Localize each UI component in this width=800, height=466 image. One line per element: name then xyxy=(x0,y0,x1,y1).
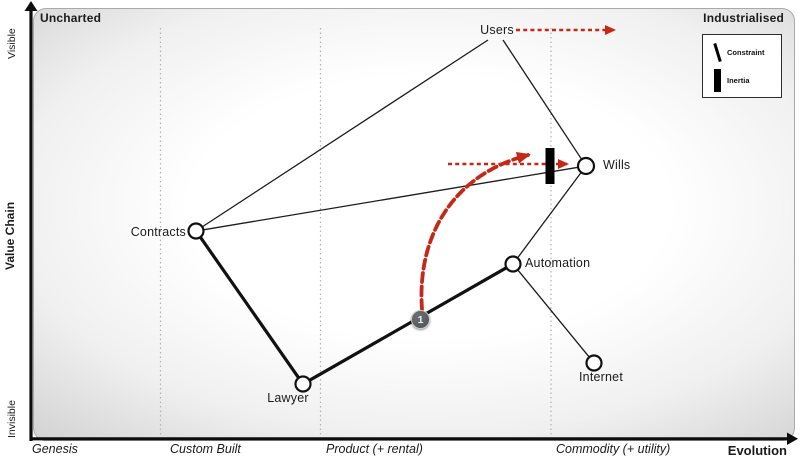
inertia-bar xyxy=(545,148,555,184)
stage-label-product: Product (+ rental) xyxy=(326,442,423,456)
edge-users-contracts xyxy=(201,39,489,228)
edge-users-wills xyxy=(502,39,583,160)
constraint-line-icon xyxy=(707,42,727,62)
legend-item-inertia: Inertia xyxy=(707,67,777,93)
y-axis-title: Value Chain xyxy=(3,201,17,270)
node-label-internet[interactable]: Internet xyxy=(579,370,623,384)
y-axis-top-label: Visible xyxy=(6,28,18,59)
node-wills[interactable] xyxy=(576,156,596,176)
map-gradient-area xyxy=(33,8,795,441)
movement-step-badge[interactable]: 1 xyxy=(411,310,430,329)
legend-label-constraint: Constraint xyxy=(727,47,765,57)
node-label-contracts[interactable]: Contracts xyxy=(130,225,186,239)
legend-label-inertia: Inertia xyxy=(727,75,750,85)
y-axis-arrowhead-icon xyxy=(24,1,38,11)
edge-automation-wills xyxy=(516,172,582,259)
node-label-lawyer[interactable]: Lawyer xyxy=(267,391,309,405)
node-automation[interactable] xyxy=(504,255,522,273)
x-axis-title: Evolution xyxy=(727,443,787,458)
stage-label-commodity: Commodity (+ utility) xyxy=(556,442,671,456)
legend-item-constraint: Constraint xyxy=(707,39,777,65)
edge-contracts-lawyer xyxy=(198,236,301,379)
inertia-bar-icon xyxy=(707,68,727,92)
industrialised-label: Industrialised xyxy=(703,11,784,25)
legend-box: Constraint Inertia xyxy=(702,34,782,98)
edge-automation-internet xyxy=(517,269,590,358)
node-label-users[interactable]: Users xyxy=(480,23,514,37)
node-internet[interactable] xyxy=(585,354,603,372)
stage-label-custom-built: Custom Built xyxy=(170,442,241,456)
y-axis-bottom-label: Invisible xyxy=(6,400,18,438)
node-lawyer[interactable] xyxy=(294,375,312,393)
node-label-automation[interactable]: Automation xyxy=(525,256,591,270)
node-label-wills[interactable]: Wills xyxy=(603,158,631,172)
uncharted-label: Uncharted xyxy=(40,11,102,25)
x-axis-arrowhead-icon xyxy=(787,432,798,445)
movement-curve-arrow xyxy=(419,151,531,311)
node-contracts[interactable] xyxy=(187,222,205,240)
edge-contracts-wills xyxy=(203,166,579,231)
edge-lawyer-automation xyxy=(308,266,508,382)
stage-label-genesis: Genesis xyxy=(32,442,78,456)
